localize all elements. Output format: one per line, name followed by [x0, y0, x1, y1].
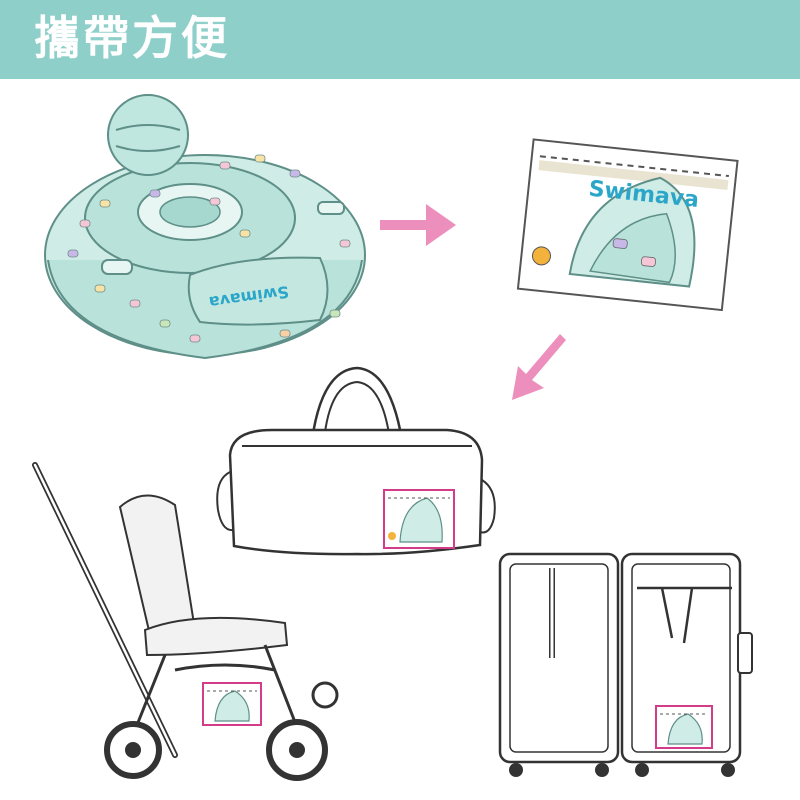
storage-pouch-illustration: Swimava	[516, 138, 739, 312]
page-title: 攜帶方便	[34, 11, 230, 65]
suitcase-illustration	[498, 552, 753, 777]
swim-float-illustration: Swimava	[44, 94, 366, 360]
arrow-right-icon	[380, 204, 456, 246]
stroller-illustration	[32, 462, 339, 781]
duffel-bag-illustration	[216, 366, 496, 556]
arrow-down-left-icon	[512, 334, 566, 400]
header-bar: 攜帶方便	[0, 0, 800, 79]
